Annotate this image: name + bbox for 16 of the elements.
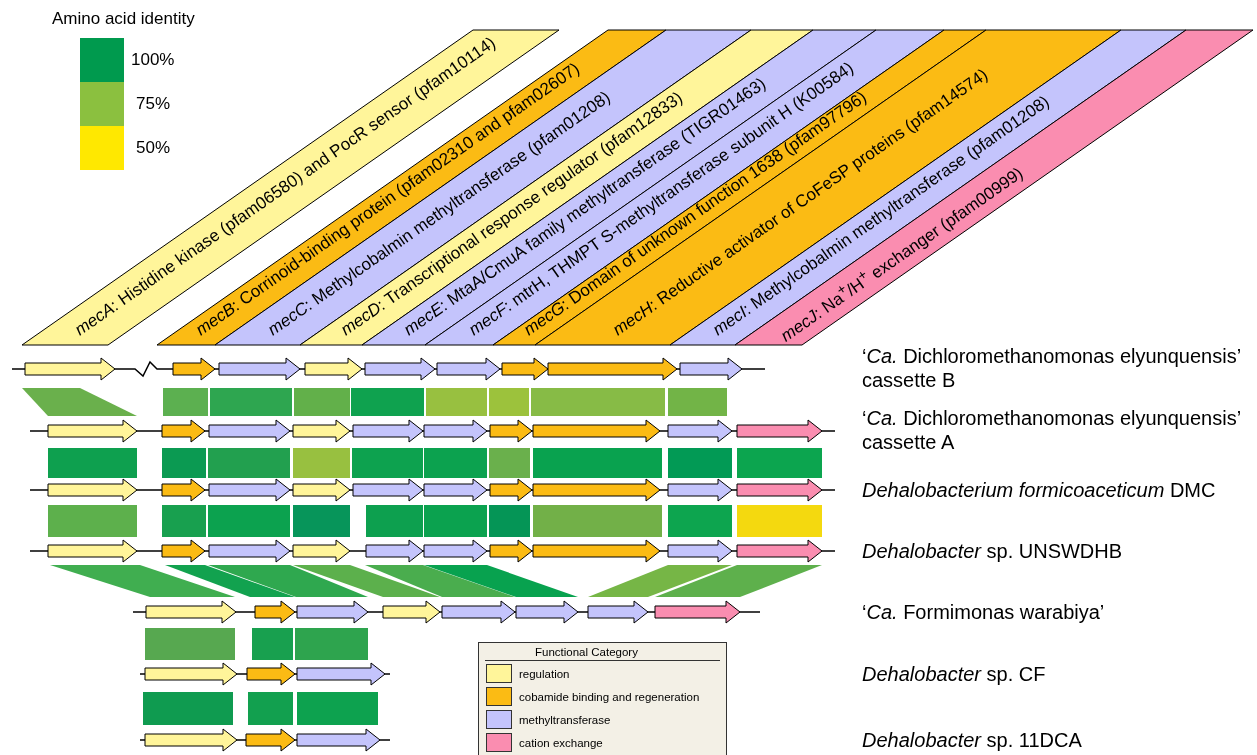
legend-title: Amino acid identity bbox=[52, 8, 195, 30]
legend-label: cobamide binding and regeneration bbox=[519, 690, 700, 704]
legend-title: Functional Category bbox=[535, 645, 638, 659]
organism-label: Dehalobacterium formicoaceticum DMC bbox=[862, 478, 1217, 502]
legend-label: regulation bbox=[519, 667, 570, 681]
organism-label: ‘Ca. Dichloromethanomonas elyunquensis’ cassette A bbox=[862, 406, 1242, 454]
organism-label: Dehalobacter sp. CF bbox=[862, 662, 1047, 686]
organism-label: Dehalobacter sp. 11DCA bbox=[862, 728, 1083, 752]
legend-label: cation exchange bbox=[519, 736, 603, 750]
legend-label: methyltransferase bbox=[519, 713, 611, 727]
legend-label: 100% bbox=[131, 49, 175, 71]
legend-label: 50% bbox=[136, 137, 171, 159]
legend-label: 75% bbox=[136, 93, 171, 115]
organism-label: ‘Ca. Dichloromethanomonas elyunquensis’ cassette B bbox=[862, 344, 1242, 392]
organism-label: ‘Ca. Formimonas warabiya’ bbox=[862, 600, 1106, 624]
organism-label: Dehalobacter sp. UNSWDHB bbox=[862, 539, 1124, 563]
